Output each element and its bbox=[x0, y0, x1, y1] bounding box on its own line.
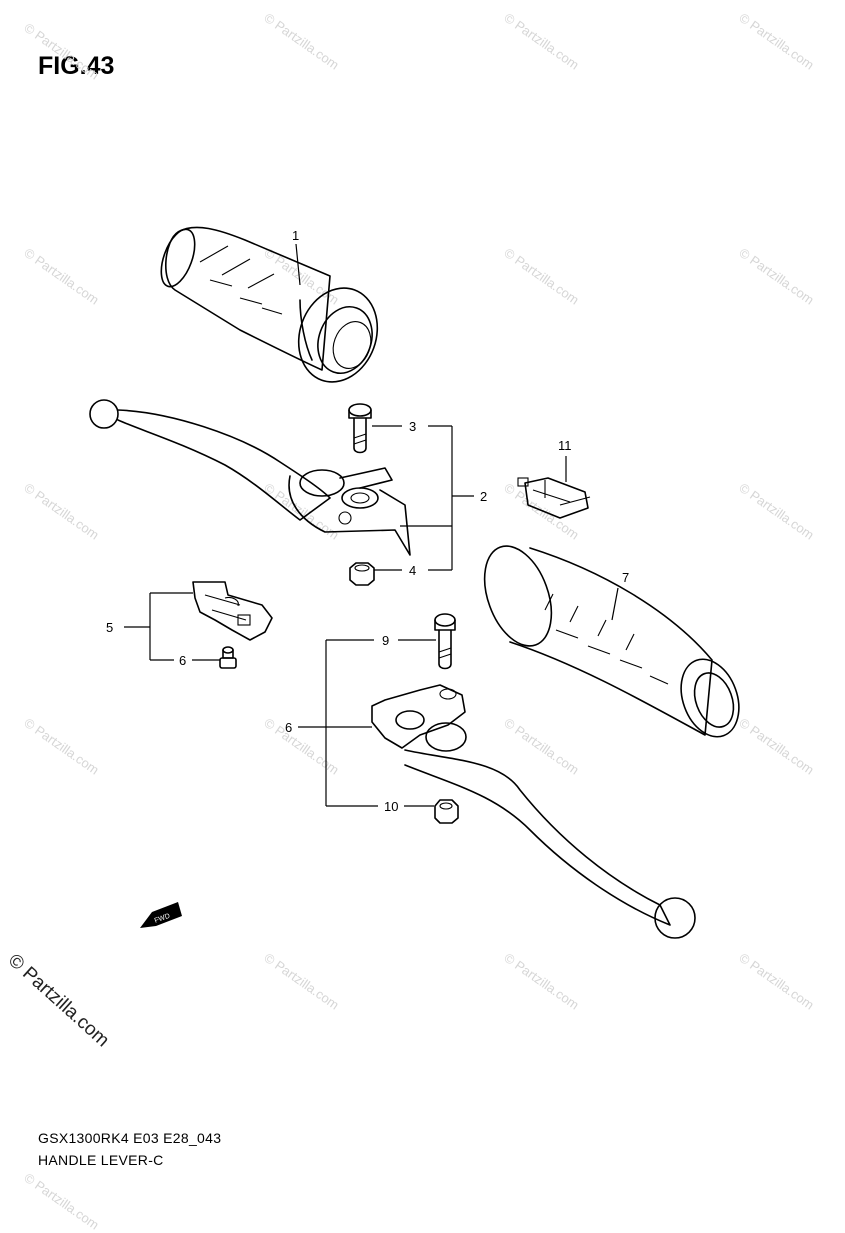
left-grip-part bbox=[483, 545, 740, 738]
callout-3: 3 bbox=[409, 419, 416, 434]
screw-part bbox=[219, 646, 237, 669]
callout-5: 5 bbox=[106, 620, 113, 635]
fwd-arrow-icon: FWD bbox=[140, 902, 182, 928]
callout-9: 9 bbox=[382, 633, 389, 648]
leader-lines bbox=[124, 243, 619, 807]
front-brake-lever-part bbox=[89, 399, 411, 556]
callout-2: 2 bbox=[480, 489, 487, 504]
parts-diagram: FWD 1 2 3 4 5 6 6 7 9 10 11 bbox=[89, 226, 740, 939]
pivot-bolt-part bbox=[348, 403, 372, 454]
callout-11: 11 bbox=[558, 438, 572, 453]
clutch-switch-part bbox=[192, 581, 273, 641]
callout-1: 1 bbox=[292, 228, 299, 243]
lower-pivot-bolt-part bbox=[434, 613, 456, 670]
model-code: GSX1300RK4 E03 E28_043 bbox=[38, 1130, 222, 1146]
callout-7: 7 bbox=[622, 570, 629, 585]
callout-10: 10 bbox=[384, 799, 398, 814]
lower-nut-part bbox=[434, 799, 459, 824]
callout-6-lever: 6 bbox=[285, 720, 292, 735]
callout-4: 4 bbox=[409, 563, 416, 578]
throttle-grip-part bbox=[160, 226, 379, 383]
callout-6: 6 bbox=[179, 653, 186, 668]
front-brake-switch-part bbox=[517, 477, 591, 519]
nut-part bbox=[349, 562, 375, 586]
clutch-lever-part bbox=[371, 684, 696, 939]
figure-title: FIG.43 bbox=[38, 52, 115, 80]
diagram-title: HANDLE LEVER-C bbox=[38, 1152, 164, 1168]
